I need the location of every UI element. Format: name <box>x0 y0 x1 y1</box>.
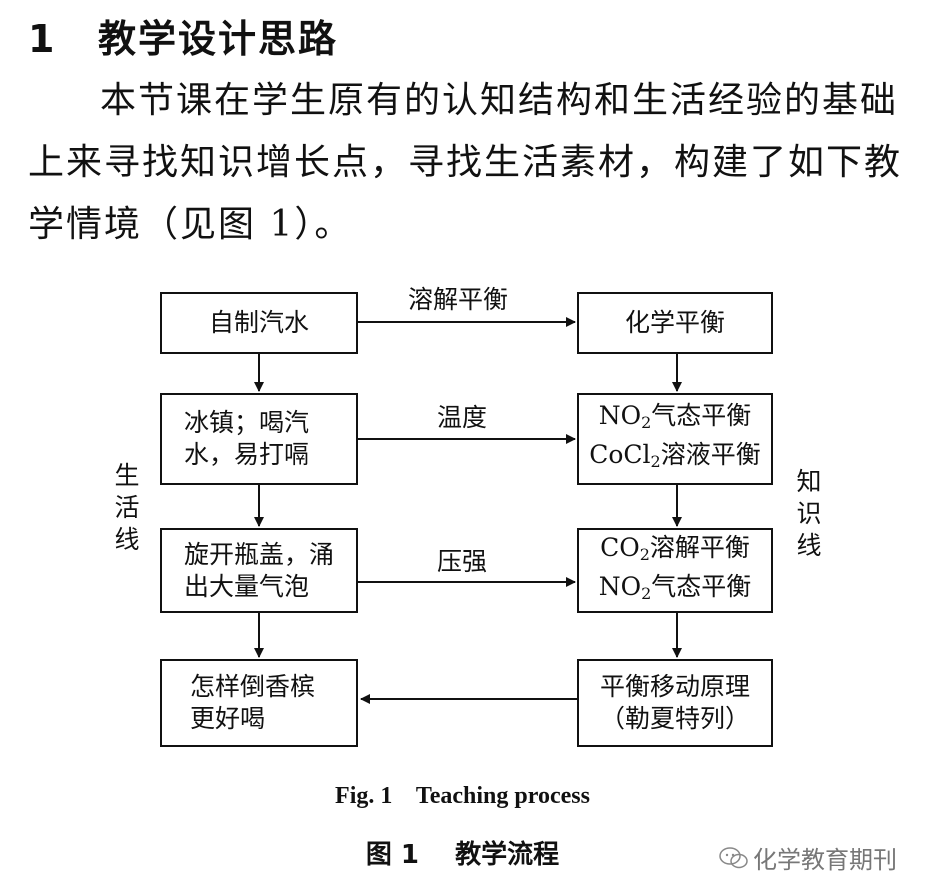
figure-caption-en: Fig. 1 Teaching process <box>335 783 590 809</box>
figure-caption-zh: 图 1 教学流程 <box>365 840 560 870</box>
wechat-icon <box>719 846 748 868</box>
edge-label-pressure: 压强 <box>437 547 488 576</box>
box-co2-no2-equilibrium: CO2溶解平衡 NO2气态平衡 <box>577 528 773 613</box>
no2-line: NO2气态平衡 <box>598 401 752 432</box>
box-pour-champagne: 怎样倒香槟更好喝 <box>160 659 358 747</box>
section-heading: 1 教学设计思路 <box>28 8 338 63</box>
box-homemade-soda: 自制汽水 <box>160 292 358 354</box>
watermark: 化学教育期刊 <box>719 840 897 875</box>
box-le-chatelier: 平衡移动原理 （勒夏特列） <box>577 659 773 747</box>
box-no2-cocl2-equilibrium: NO2气态平衡 CoCl2溶液平衡 <box>577 393 773 485</box>
principle-line: 平衡移动原理 <box>599 672 750 701</box>
side-label-knowledge-line: 知 识 线 <box>796 467 822 560</box>
edge-label-temperature: 温度 <box>437 403 488 432</box>
cocl2-line: CoCl2溶液平衡 <box>589 440 761 471</box>
box-open-bottle-bubbles: 旋开瓶盖，涌出大量气泡 <box>160 528 358 613</box>
section-number: 1 <box>28 17 57 61</box>
box-chemical-equilibrium: 化学平衡 <box>577 292 773 354</box>
co2-line: CO2溶解平衡 <box>600 532 750 564</box>
no2-line-2: NO2气态平衡 <box>598 571 752 603</box>
section-title: 教学设计思路 <box>98 17 339 61</box>
body-paragraph: 本节课在学生原有的认知结构和生活经验的基础上来寻找知识增长点，寻找生活素材，构建… <box>28 80 903 245</box>
box-iced-soda-burp: 冰镇；喝汽水，易打嗝 <box>160 393 358 485</box>
side-label-life-line: 生 活 线 <box>114 461 140 554</box>
edge-label-dissolution: 溶解平衡 <box>408 285 509 314</box>
watermark-text: 化学教育期刊 <box>753 846 897 874</box>
le-chatelier-line: （勒夏特列） <box>599 704 750 733</box>
